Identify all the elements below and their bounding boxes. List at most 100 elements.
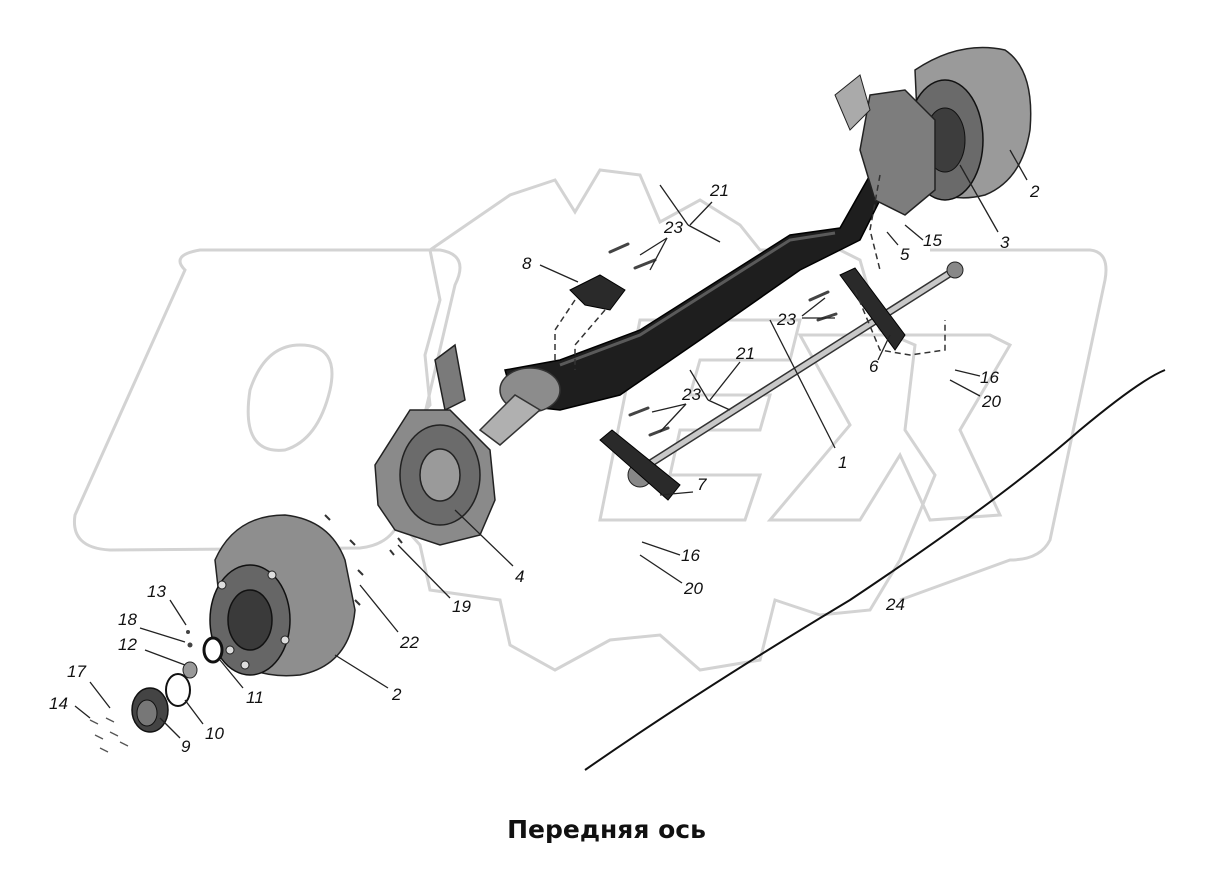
callout-number: 10 (205, 724, 224, 743)
callout-number: 5 (900, 245, 910, 264)
callout-13: 13 (147, 582, 187, 626)
callout-number: 13 (147, 582, 166, 601)
callout-leader-line (689, 201, 713, 226)
callout-21a: 21 (659, 181, 729, 243)
callout-23a: 23 (639, 218, 683, 271)
callout-2b: 2 (334, 654, 402, 704)
callout-number: 12 (118, 635, 137, 654)
callout-7: 7 (659, 475, 707, 496)
callout-number: 19 (452, 597, 471, 616)
callout-number: 1 (838, 453, 847, 472)
callout-number: 23 (776, 310, 796, 329)
diagram-caption: Передняя ось (507, 815, 706, 844)
callout-1: 1 (769, 319, 847, 472)
callout-22: 22 (359, 584, 419, 652)
callout-16b: 16 (641, 541, 700, 565)
callout-leader-line (707, 399, 731, 411)
callout-23b: 23 (776, 297, 835, 329)
callout-leader-line (641, 541, 681, 556)
left-steering-knuckle (434, 343, 561, 446)
callout-number: 8 (522, 254, 532, 273)
callout-number: 20 (981, 392, 1001, 411)
callout-21b: 21 (689, 344, 755, 411)
callout-number: 15 (923, 231, 942, 250)
callout-leader-line (959, 164, 999, 233)
bolts-23 (608, 242, 838, 437)
callout-leader-line (184, 699, 204, 725)
callout-leader-line (454, 509, 514, 567)
callout-leader-line (639, 237, 668, 256)
callout-number: 18 (118, 610, 137, 629)
callout-number: 4 (515, 567, 524, 586)
callout-leader-line (659, 184, 689, 226)
callout-number: 6 (869, 357, 879, 376)
callout-leader-line (169, 599, 187, 626)
callout-leader-line (159, 717, 181, 739)
callout-leader-line (651, 403, 687, 413)
callout-number: 17 (67, 662, 86, 681)
callout-23c: 23 (651, 385, 701, 433)
callout-4: 4 (454, 509, 524, 586)
callout-leader-line (659, 491, 694, 496)
callout-leader-line (1009, 149, 1028, 181)
watermark-o-inner (246, 343, 334, 452)
callout-leader-line (334, 654, 389, 689)
callout-10: 10 (184, 699, 224, 743)
callout-5: 5 (886, 231, 910, 264)
steering-lever-bracket (569, 274, 626, 311)
callout-leader-line (139, 627, 186, 643)
callout-20a: 20 (949, 379, 1001, 411)
callout-number: 23 (681, 385, 701, 404)
callout-number: 21 (735, 344, 755, 363)
callout-20b: 20 (639, 554, 703, 598)
watermark-gear-outline (378, 168, 937, 672)
right-brake-backing-plate (834, 74, 936, 216)
callout-8: 8 (522, 254, 579, 283)
callout-leader-line (904, 224, 924, 241)
assembly-dashed-lines (554, 174, 946, 370)
callout-3: 3 (959, 164, 1010, 252)
callout-9: 9 (159, 717, 191, 756)
callout-leader-line (689, 369, 709, 401)
callout-number: 22 (399, 633, 419, 652)
callout-leader-line (219, 659, 244, 689)
callout-number: 23 (663, 218, 683, 237)
callout-leader-line (639, 554, 683, 584)
wheel-studs (324, 514, 403, 606)
callout-15: 15 (904, 224, 942, 250)
callout-number: 7 (697, 475, 707, 494)
callout-leader-line (539, 264, 579, 283)
brake-hose-line (584, 369, 1166, 771)
callout-number: 9 (181, 737, 191, 756)
callout-number: 24 (885, 595, 905, 614)
callout-leader-line (877, 334, 891, 361)
callout-leader-line (397, 544, 451, 599)
callout-14: 14 (49, 694, 91, 719)
callout-number: 2 (391, 685, 402, 704)
callout-17: 17 (67, 662, 111, 709)
callout-leader-line (659, 403, 687, 433)
callout-16a: 16 (954, 368, 999, 387)
callout-leader-line (359, 584, 399, 633)
callout-11: 11 (219, 659, 264, 707)
steering-arm-right (839, 267, 906, 351)
watermark-right-panel (899, 248, 1108, 602)
callout-leader-line (649, 237, 668, 271)
callout-number: 20 (683, 579, 703, 598)
callout-number: 16 (681, 546, 700, 565)
callout-leader-line (949, 379, 981, 397)
left-brake-backing-plate (374, 409, 496, 546)
callout-6: 6 (869, 334, 891, 376)
callout-number: 11 (246, 688, 264, 707)
hub-small-parts (89, 630, 224, 753)
callout-24: 24 (885, 595, 905, 614)
callout-number: 2 (1029, 182, 1040, 201)
callout-leader-line (74, 705, 91, 719)
callout-leader-line (709, 361, 741, 401)
callout-number: 21 (709, 181, 729, 200)
callout-2a: 2 (1009, 149, 1040, 201)
callout-leader-line (144, 649, 186, 666)
callout-leader-line (801, 297, 826, 317)
callout-12: 12 (118, 635, 186, 666)
